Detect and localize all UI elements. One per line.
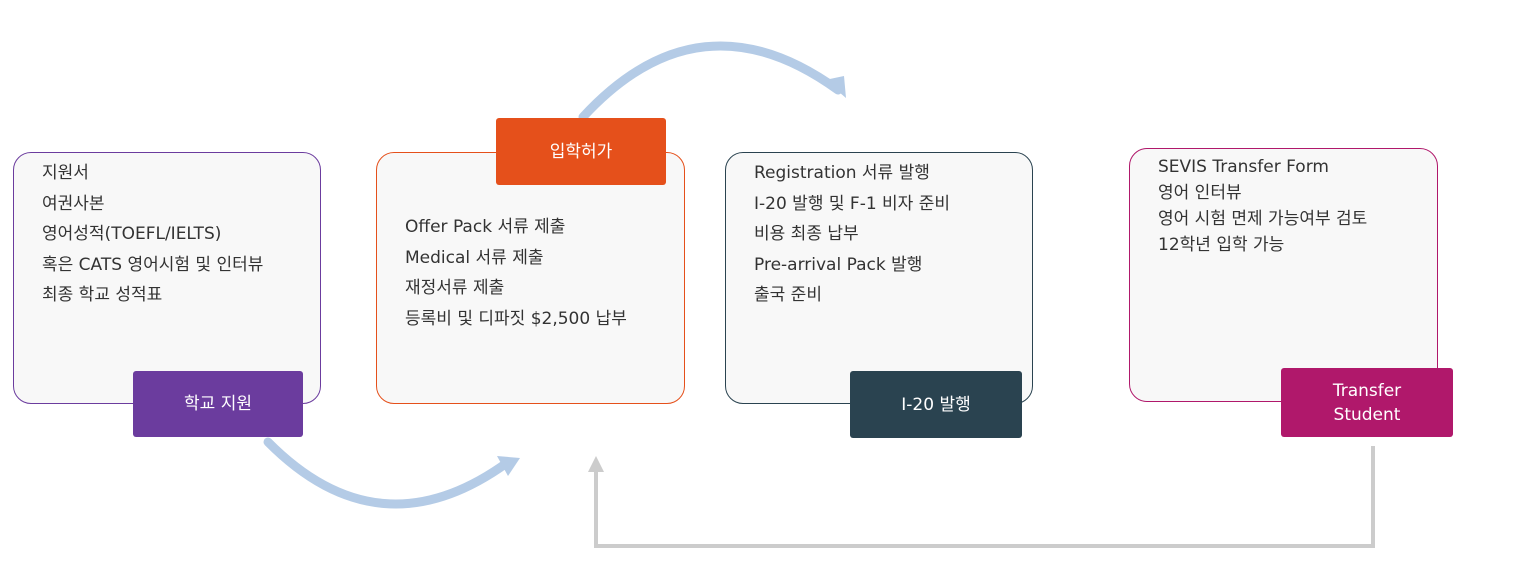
list-item: 재정서류 제출 [405, 278, 505, 298]
school-application-requirements: 지원서 여권사본 영어성적(TOEFL/IELTS) 혹은 CATS 영어시험 … [42, 158, 263, 311]
arc-arrowhead-application-to-admission [497, 456, 520, 476]
list-item: SEVIS Transfer Form [1158, 157, 1329, 177]
list-item: 등록비 및 디파짓 $2,500 납부 [405, 308, 627, 329]
admission-requirements: Offer Pack 서류 제출 Medical 서류 제출 재정서류 제출 등… [405, 212, 627, 334]
list-item: 출국 준비 [754, 285, 822, 305]
list-item: 여권사본 [42, 193, 105, 214]
tag-label: 입학허가 [549, 141, 613, 162]
arc-arrow-admission-to-i20 [578, 41, 843, 122]
list-item: Medical 서류 제출 [405, 247, 544, 268]
list-item: 지원서 [42, 163, 89, 183]
list-item: 영어성적(TOEFL/IELTS) [42, 224, 222, 244]
i20-requirements: Registration 서류 발행 I-20 발행 및 F-1 비자 준비 비… [754, 158, 950, 311]
list-item: Pre-arrival Pack 발행 [754, 254, 923, 275]
admission-tag: 입학허가 [496, 118, 666, 185]
list-item: 최종 학교 성적표 [42, 285, 163, 305]
list-item: 혹은 CATS 영어시험 및 인터뷰 [42, 254, 264, 275]
transfer-requirements: SEVIS Transfer Form 영어 인터뷰 영어 시험 면제 가능여부… [1158, 154, 1367, 258]
list-item: I-20 발행 및 F-1 비자 준비 [754, 193, 951, 214]
tag-label: I-20 발행 [901, 394, 971, 415]
tag-label: Student [1333, 404, 1401, 425]
tag-label: Transfer [1332, 380, 1402, 401]
i20-tag: I-20 발행 [850, 371, 1022, 438]
transfer-box [1129, 148, 1438, 402]
school-application-tag: 학교 지원 [133, 371, 303, 437]
list-item: 비용 최종 납부 [754, 224, 859, 244]
list-item: 12학년 입학 가능 [1158, 235, 1285, 255]
list-item: Offer Pack 서류 제출 [405, 217, 566, 237]
transfer-connector-arrowhead [588, 456, 604, 472]
i20-box [725, 152, 1033, 404]
arc-arrowhead-admission-to-i20 [825, 76, 846, 98]
list-item: Registration 서류 발행 [754, 163, 930, 183]
transfer-tag: Transfer Student [1281, 368, 1453, 437]
transfer-connector-line [594, 446, 1375, 548]
tag-label: 학교 지원 [184, 394, 252, 414]
arc-arrow-application-to-admission [263, 437, 513, 509]
list-item: 영어 시험 면제 가능여부 검토 [1158, 209, 1368, 229]
list-item: 영어 인터뷰 [1158, 183, 1242, 203]
